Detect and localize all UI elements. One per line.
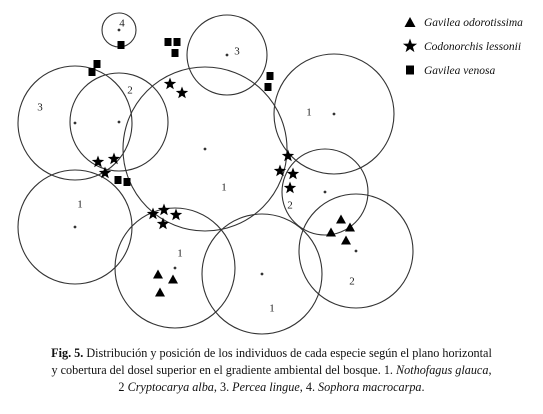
gavilea-venosa-marker	[93, 60, 101, 68]
canopy-distribution-diagram: 1 1 1 1 1 2 2 2 3 3 4 Gavilea odorotissimaCodonorc…	[17, 12, 523, 335]
canopy-species-number: 3	[37, 102, 43, 114]
codonorchis-lessonii-marker	[286, 167, 300, 180]
species-3: Percea lingue	[232, 380, 300, 394]
canopy-circle	[122, 66, 288, 232]
gavilea-odorotissima-marker	[341, 235, 351, 245]
codonorchis-lessonii-marker	[175, 86, 189, 99]
canopy-species-number: 1	[269, 303, 275, 315]
canopy-circle	[201, 213, 323, 335]
canopy-circle	[298, 193, 414, 309]
legend-square-icon	[406, 65, 414, 75]
tree-trunk-dot	[332, 112, 336, 116]
legend-label: Gavilea venosa	[424, 65, 495, 77]
gavilea-venosa-marker	[117, 41, 125, 49]
gavilea-odorotissima-marker	[155, 287, 165, 297]
canopy-species-number: 2	[349, 276, 355, 288]
codonorchis-lessonii-marker	[281, 149, 295, 162]
codonorchis-lessonii-marker	[156, 217, 170, 230]
gavilea-venosa-marker	[164, 38, 172, 46]
tree-trunk-dot	[354, 249, 358, 253]
codonorchis-lessonii-marker	[91, 155, 105, 168]
tree-trunk-dot	[73, 121, 77, 125]
gavilea-venosa-marker	[171, 49, 179, 57]
gavilea-venosa-marker	[114, 176, 122, 184]
gavilea-odorotissima-marker	[168, 274, 178, 284]
figure-number: Fig. 5.	[51, 346, 84, 360]
legend-label: Codonorchis lessonii	[424, 41, 521, 53]
figure-caption: Fig. 5. Distribución y posición de los i…	[51, 346, 492, 394]
tree-trunk-dot	[73, 225, 77, 229]
canopy-species-number: 1	[306, 107, 312, 119]
canopy-circle	[114, 207, 236, 329]
canopy-species-number: 1	[77, 199, 83, 211]
codonorchis-lessonii-marker	[283, 181, 297, 194]
tree-trunk-dot	[173, 266, 177, 270]
canopy-species-number: 2	[287, 200, 293, 212]
canopy-circle	[273, 53, 395, 175]
species-2: Cryptocarya alba	[127, 380, 214, 394]
gavilea-odorotissima-marker	[153, 269, 163, 279]
canopy-circle	[186, 14, 268, 96]
canopy-circle	[17, 169, 133, 285]
caption-line-1: Distribución y posición de los individuo…	[86, 346, 492, 360]
codonorchis-lessonii-marker	[107, 152, 121, 165]
codonorchis-lessonii-marker	[146, 207, 160, 220]
gavilea-venosa-marker	[264, 83, 272, 91]
species-4: Sophora macrocarpa	[318, 380, 422, 394]
gavilea-venosa-marker	[173, 38, 181, 46]
canopy-species-number: 4	[119, 18, 125, 30]
canopy-species-number: 1	[221, 182, 227, 194]
codonorchis-lessonii-marker	[163, 77, 177, 90]
canopy-circle	[281, 148, 369, 236]
gavilea-odorotissima-marker	[345, 222, 355, 232]
legend-triangle-icon	[404, 17, 416, 27]
codonorchis-lessonii-marker	[98, 166, 112, 179]
tree-trunk-dot	[117, 28, 121, 32]
canopy-species-number: 1	[177, 248, 183, 260]
gavilea-venosa-marker	[88, 68, 96, 76]
gavilea-odorotissima-marker	[336, 214, 346, 224]
codonorchis-lessonii-marker	[157, 203, 171, 216]
gavilea-odorotissima-marker	[326, 227, 336, 237]
gavilea-venosa-marker	[123, 178, 131, 186]
canopy-species-number: 2	[127, 85, 133, 97]
tree-trunk-dot	[225, 53, 229, 57]
species-1: Nothofagus glauca	[396, 363, 489, 377]
tree-trunk-dot	[117, 120, 121, 124]
legend-star-icon	[402, 38, 418, 53]
gavilea-venosa-marker	[266, 72, 274, 80]
canopy-circle	[17, 65, 133, 181]
caption-line-2: y cobertura del dosel superior en el gra…	[51, 363, 393, 377]
tree-trunk-dot	[203, 147, 207, 151]
canopy-species-number: 3	[234, 46, 240, 58]
codonorchis-lessonii-marker	[169, 208, 183, 221]
tree-trunk-dot	[260, 272, 264, 276]
codonorchis-lessonii-marker	[273, 164, 287, 177]
canopy-circle	[69, 72, 169, 172]
legend-label: Gavilea odorotissima	[424, 17, 523, 29]
tree-trunk-dot	[323, 190, 327, 194]
